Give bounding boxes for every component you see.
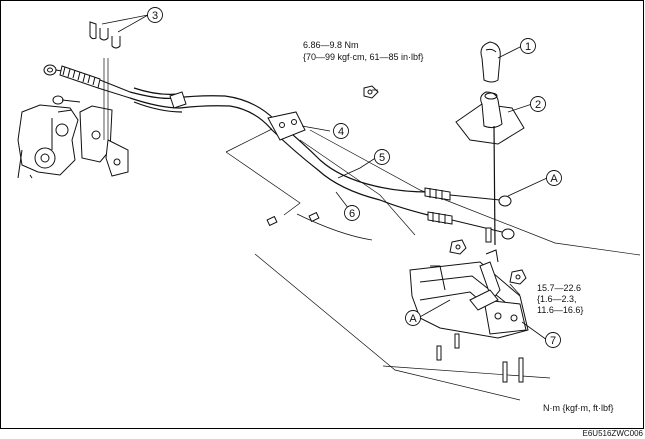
nuts-shifter — [449, 239, 527, 285]
leader-lines — [101, 14, 548, 341]
callout-a-lower: A — [409, 313, 417, 325]
callout-a-upper: A — [550, 173, 558, 185]
torque-top-line1: 6.86—9.8 Nm — [303, 40, 359, 50]
exploded-diagram: 1 2 3 4 5 6 7 A A 6.86—9.8 Nm {70—99 kgf… — [0, 0, 644, 429]
torque-right-line3: 11.6—16.6} — [537, 305, 583, 315]
torque-right-line1: 15.7—22.6 — [537, 283, 581, 293]
cable-bracket-4 — [169, 91, 306, 141]
callout-4: 4 — [338, 126, 344, 138]
shift-lever-assembly-7 — [409, 249, 529, 339]
bolts — [266, 211, 524, 383]
torque-top-line2: {70—99 kgf·cm, 61—85 in·lbf} — [303, 52, 424, 62]
clip-parts-3 — [89, 21, 121, 140]
callout-1: 1 — [525, 41, 531, 53]
callout-2: 2 — [535, 99, 541, 111]
callout-5: 5 — [379, 152, 385, 164]
cable-ends-left — [43, 64, 131, 105]
shift-boot-2 — [455, 91, 525, 246]
callout-circles — [147, 7, 562, 348]
callout-7: 7 — [550, 335, 556, 347]
nut-upper — [363, 85, 379, 99]
torque-right-line2: {1.6—2.3, — [537, 294, 577, 304]
units-note: N·m {kgf·m, ft·lbf} — [543, 403, 614, 413]
shift-knob-1 — [480, 41, 501, 83]
callout-6: 6 — [349, 208, 355, 220]
callout-3: 3 — [152, 10, 158, 22]
figure-code: E6U516ZWC006 — [582, 429, 643, 438]
diagram-border — [0, 0, 644, 429]
cable-ends-shifter — [424, 187, 515, 240]
reference-lines — [225, 128, 641, 401]
transmission-bracket-assembly — [17, 104, 129, 179]
